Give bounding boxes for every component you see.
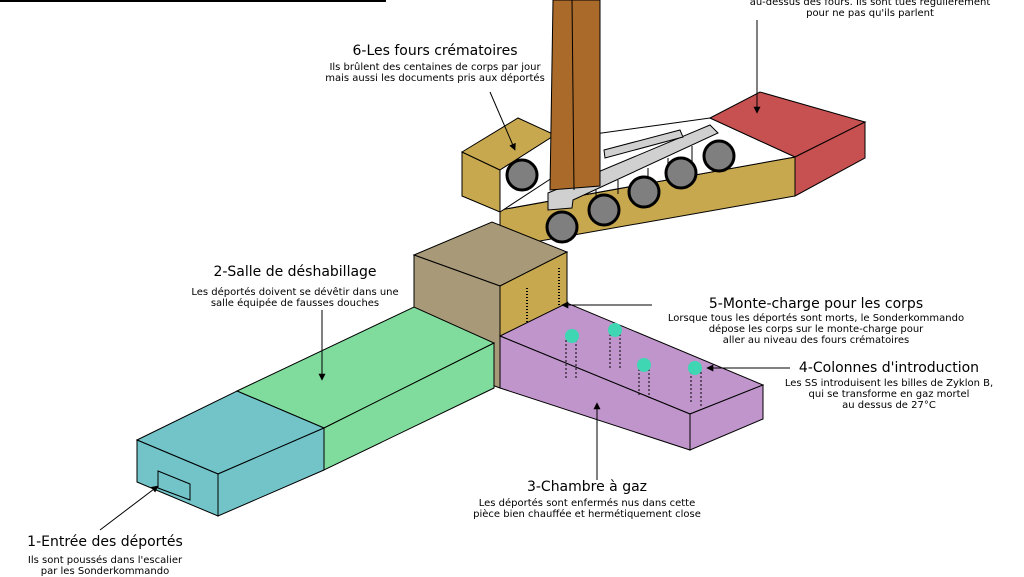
colonnes-line: au dessus de 27°C [842, 400, 936, 411]
rail-system [547, 124, 719, 211]
fours-title: 6-Les fours crématoires [352, 43, 518, 59]
fours-line: mais aussi les documents pris aux déport… [325, 73, 545, 84]
chambre-line: Les déportés sont enfermés nus dans cett… [478, 498, 696, 509]
monte-line: aller au niveau des fours crématoires [722, 335, 910, 346]
sonder-line: pour ne pas qu'ils parlent [806, 8, 934, 19]
chambre-line: pièce bien chauffée et hermétiquement cl… [473, 509, 701, 520]
entree-line: par les Sonderkommando [40, 566, 170, 577]
quartiers-front [794, 121, 866, 197]
chambre-title: 3-Chambre à gaz [526, 479, 648, 495]
oven-door [664, 156, 698, 190]
salle-title: 2-Salle de déshabillage [213, 264, 377, 280]
ovens [505, 139, 736, 244]
oven-door [627, 175, 661, 209]
chimney [549, 0, 601, 191]
salle-deshabillage [235, 306, 496, 471]
column-opening [565, 329, 579, 343]
fours-line: Ils brûlent des centaines de corps par j… [329, 62, 541, 73]
monte-title: 5-Monte-charge pour les corps [708, 296, 924, 312]
oven-door [505, 158, 539, 192]
entree-title: 1-Entrée des déportés [27, 534, 183, 550]
label-chambre: 3-Chambre à gaz Les déportés sont enferm… [437, 480, 737, 520]
label-sonder: au-dessus des fours. Ils sont tués régul… [700, 0, 1024, 19]
entree-line: Ils sont poussés dans l'escalier [27, 555, 183, 566]
gas-columns [565, 323, 702, 406]
oven-door [587, 193, 621, 227]
entree-block [135, 390, 326, 517]
colonnes-title: 4-Colonnes d'introduction [798, 360, 980, 376]
column-opening [608, 323, 622, 337]
legend-box-edge [0, 0, 386, 2]
label-monte: 5-Monte-charge pour les corps Lorsque to… [626, 297, 1006, 346]
salle-line: salle équipée de fausses douches [210, 298, 380, 309]
colonnes-line: Les SS introduisent les billes de Zyklon… [784, 378, 994, 389]
entrance-door [157, 470, 191, 501]
callout-arrows [99, 20, 790, 531]
chambre-a-gaz [498, 302, 765, 451]
column-opening [688, 361, 702, 375]
monte-line: Lorsque tous les déportés sont morts, le… [667, 313, 965, 324]
label-salle: 2-Salle de déshabillage Les déportés doi… [145, 265, 445, 309]
label-colonnes: 4-Colonnes d'introduction Les SS introdu… [758, 361, 1020, 411]
sonder-line: au-dessus des fours. Ils sont tués régul… [749, 0, 991, 8]
monte-line: dépose les corps sur le monte-charge pou… [708, 324, 924, 335]
label-fours: 6-Les fours crématoires Ils brûlent des … [290, 44, 580, 84]
salle-line: Les déportés doivent se dévêtir dans une [191, 287, 399, 298]
oven-door [702, 139, 736, 173]
colonnes-line: qui se transforme en gaz mortel [808, 389, 970, 400]
oven-door [545, 210, 579, 244]
column-opening [637, 358, 651, 372]
label-entree: 1-Entrée des déportés Ils sont poussés d… [0, 535, 210, 577]
